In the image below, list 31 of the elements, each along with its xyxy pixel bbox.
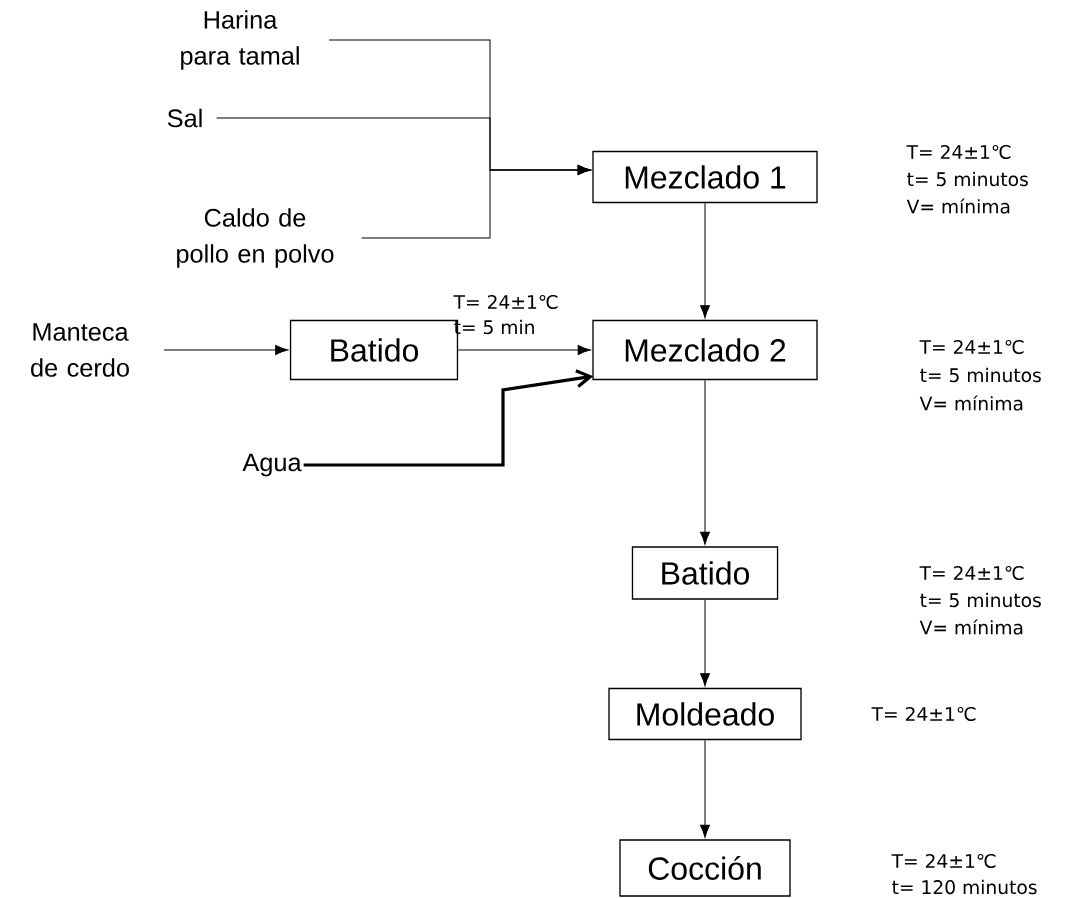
condition-text: T= 24±1℃ — [891, 853, 996, 869]
process-box: Mezclado 1 — [592, 150, 818, 204]
condition-text: T= 24±1℃ — [453, 294, 558, 310]
condition-text: V= mínima — [919, 395, 1023, 411]
condition-text: T= 24±1℃ — [871, 706, 976, 722]
arrow — [700, 379, 710, 545]
input-label: Sal — [167, 108, 202, 128]
arrow — [361, 165, 591, 239]
arrow — [163, 345, 289, 355]
input-label: Manteca de cerdo — [31, 323, 129, 377]
condition-text: T= 24±1℃ — [906, 144, 1011, 160]
condition-text: t= 5 minutos — [920, 592, 1041, 608]
condition-text: T= 24±1℃ — [919, 565, 1024, 581]
arrow — [700, 202, 710, 319]
input-label: Caldo de pollo en polvo — [177, 208, 334, 268]
input-label: Harina para tamal — [181, 10, 299, 70]
process-box: Moldeado — [608, 687, 802, 741]
arrow — [700, 739, 710, 838]
condition-text: t= 5 minutos — [907, 171, 1028, 187]
input-label: Agua — [242, 453, 302, 477]
condition-text: t= 5 minutos — [920, 367, 1041, 383]
condition-text: t= 120 minutos — [892, 879, 1037, 895]
condition-text: V= mínima — [919, 619, 1023, 635]
condition-text: V= mínima — [906, 198, 1010, 214]
process-box: Batido — [631, 546, 779, 600]
arrow — [303, 369, 594, 467]
process-box: Cocción — [619, 839, 791, 897]
condition-text: T= 24±1℃ — [919, 339, 1024, 355]
arrow — [457, 345, 591, 355]
process-box: Mezclado 2 — [592, 319, 818, 381]
arrow — [700, 599, 710, 687]
